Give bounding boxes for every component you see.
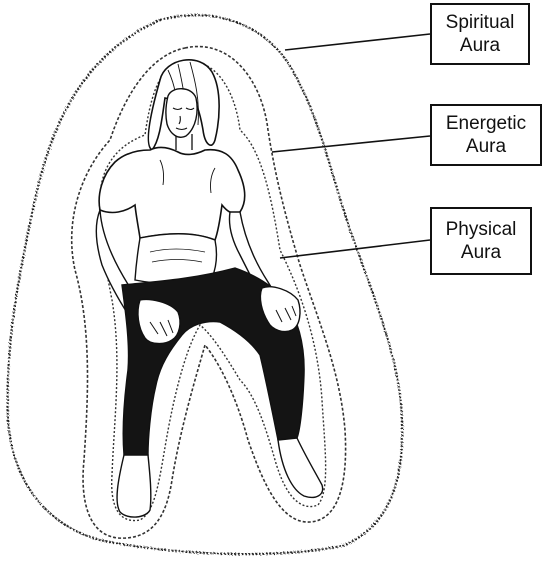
- t-shirt: [99, 147, 245, 240]
- physical-label-line2: Aura: [461, 241, 501, 264]
- physical-aura-label: Physical Aura: [430, 207, 532, 275]
- energetic-label-line1: Energetic: [446, 112, 526, 135]
- energetic-label-line2: Aura: [466, 135, 506, 158]
- physical-label-line1: Physical: [446, 218, 517, 241]
- spiritual-label-line2: Aura: [460, 34, 500, 57]
- energetic-leader-line: [272, 136, 430, 152]
- energetic-aura-label: Energetic Aura: [430, 104, 542, 166]
- right-foot: [278, 438, 323, 497]
- spiritual-leader-line: [285, 34, 430, 50]
- spiritual-aura-label: Spiritual Aura: [430, 3, 530, 65]
- left-foot: [117, 455, 151, 517]
- spiritual-label-line1: Spiritual: [446, 11, 515, 34]
